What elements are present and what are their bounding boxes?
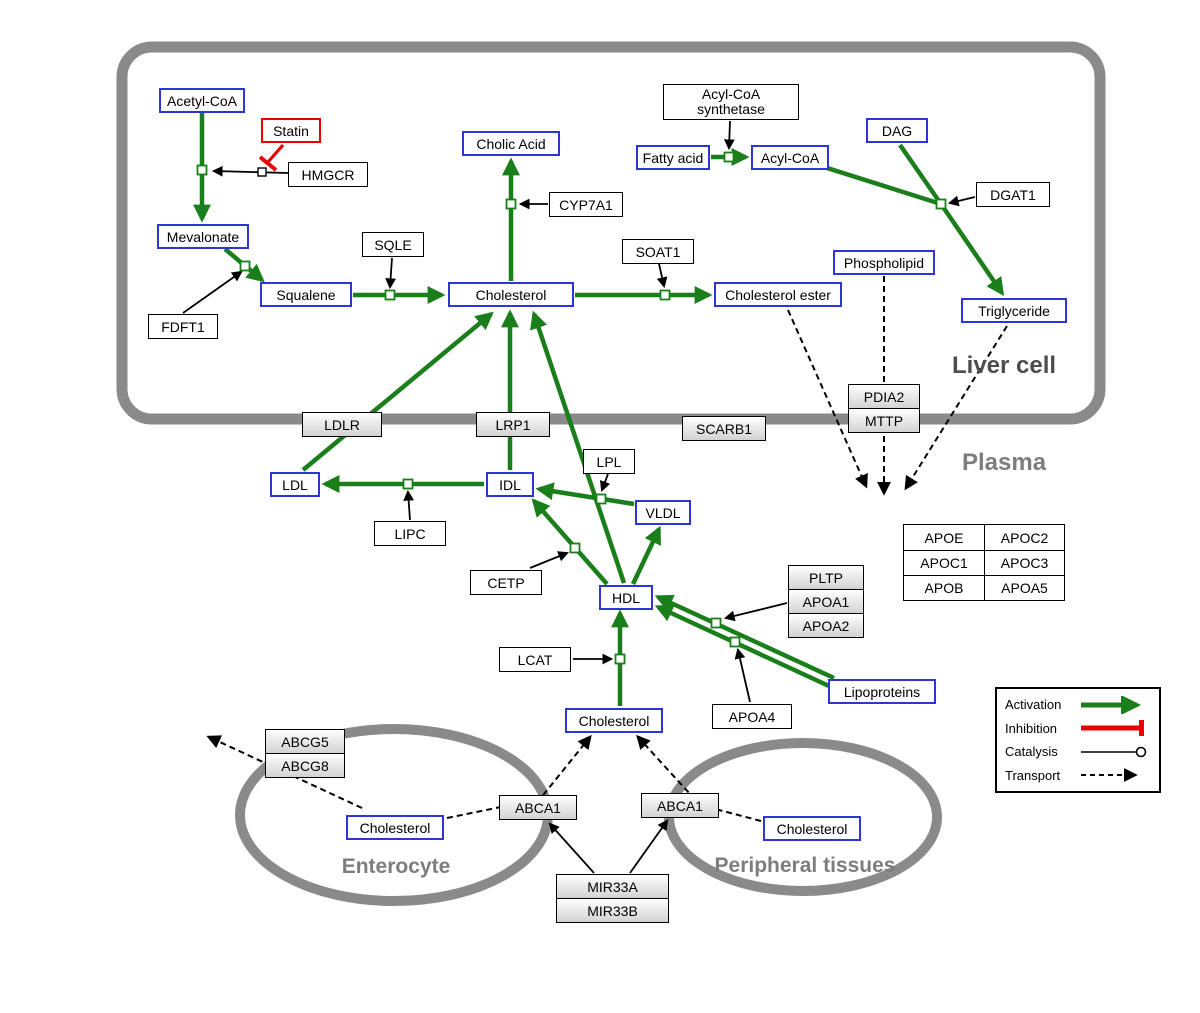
node-abca1-left[interactable]: ABCA1 [499, 795, 577, 820]
catalysis-circle-icon [1081, 746, 1147, 758]
legend-row-catalysis: Catalysis [1005, 741, 1151, 763]
transport-dashed-arrow-icon [1081, 768, 1138, 783]
node-cholic-acid[interactable]: Cholic Acid [462, 131, 560, 156]
node-lrp1[interactable]: LRP1 [476, 412, 550, 437]
node-abcg8[interactable]: ABCG8 [265, 753, 345, 778]
legend-inhibition-label: Inhibition [1005, 720, 1058, 736]
legend-row-inhibition: Inhibition [1005, 717, 1151, 739]
node-dgat1[interactable]: DGAT1 [976, 182, 1050, 207]
legend: Activation Inhibition Catalysis Transpor… [995, 687, 1161, 793]
node-mir33b[interactable]: MIR33B [556, 898, 669, 923]
node-pdia2[interactable]: PDIA2 [848, 384, 920, 409]
node-acyl-coa-synthetase[interactable]: Acyl-CoA synthetase [663, 84, 799, 120]
node-hdl[interactable]: HDL [599, 585, 653, 610]
node-scarb1[interactable]: SCARB1 [682, 416, 766, 441]
liver-cell-label: Liver cell [952, 352, 1057, 379]
node-apoa4[interactable]: APOA4 [712, 704, 792, 729]
peripheral-tissues-label: Peripheral tissues [714, 854, 896, 877]
node-acetyl-coa[interactable]: Acetyl-CoA [159, 88, 245, 113]
node-vldl[interactable]: VLDL [635, 500, 691, 525]
apo-cell[interactable]: APOE [924, 529, 964, 546]
node-mir33a[interactable]: MIR33A [556, 874, 669, 899]
inhibition-bar-icon [1081, 720, 1144, 737]
node-acyl-coa[interactable]: Acyl-CoA [751, 145, 829, 170]
node-abcg5[interactable]: ABCG5 [265, 729, 345, 754]
node-apoa1[interactable]: APOA1 [788, 589, 864, 614]
node-dag[interactable]: DAG [866, 118, 928, 143]
apolipoprotein-table: APOE APOC2 APOC1 APOC3 APOB APOA5 [903, 524, 1065, 601]
reaction-nodes [196, 151, 947, 665]
node-pltp[interactable]: PLTP [788, 565, 864, 590]
enterocyte-label: Enterocyte [341, 855, 451, 878]
acs-line1: Acyl-CoA [701, 86, 761, 102]
node-mevalonate[interactable]: Mevalonate [157, 224, 249, 249]
node-fdft1[interactable]: FDFT1 [148, 314, 218, 339]
legend-activation-label: Activation [1005, 697, 1062, 713]
node-apoa2[interactable]: APOA2 [788, 613, 864, 638]
node-fatty-acid[interactable]: Fatty acid [636, 145, 710, 170]
node-hmgcr[interactable]: HMGCR [288, 162, 368, 187]
node-cetp[interactable]: CETP [470, 570, 542, 595]
node-phospholipid[interactable]: Phospholipid [833, 250, 935, 275]
node-squalene[interactable]: Squalene [260, 282, 352, 307]
node-soat1[interactable]: SOAT1 [622, 239, 694, 264]
node-statin[interactable]: Statin [261, 118, 321, 143]
catalysis-edges [182, 120, 976, 874]
node-ldl[interactable]: LDL [270, 472, 320, 497]
legend-row-activation: Activation [1005, 694, 1151, 716]
node-lpl[interactable]: LPL [583, 449, 635, 474]
node-abca1-right[interactable]: ABCA1 [641, 793, 719, 818]
apo-cell[interactable]: APOC1 [904, 550, 984, 575]
apo-cell[interactable]: APOA5 [984, 575, 1064, 600]
legend-catalysis-label: Catalysis [1005, 744, 1058, 760]
node-lcat[interactable]: LCAT [499, 647, 571, 672]
node-cholesterol-liver[interactable]: Cholesterol [448, 282, 574, 307]
node-sqle[interactable]: SQLE [362, 232, 424, 257]
plasma-label: Plasma [962, 449, 1047, 476]
legend-transport-label: Transport [1005, 767, 1061, 783]
node-triglyceride[interactable]: Triglyceride [961, 298, 1067, 323]
inhibition-edge [258, 143, 285, 172]
node-cyp7a1[interactable]: CYP7A1 [549, 192, 623, 217]
node-cholesterol-ester[interactable]: Cholesterol ester [714, 282, 842, 307]
apo-cell[interactable]: APOC3 [984, 550, 1064, 575]
apo-cell[interactable]: APOC2 [984, 525, 1064, 550]
node-lipoproteins[interactable]: Lipoproteins [828, 679, 936, 704]
node-mttp[interactable]: MTTP [848, 408, 920, 433]
acs-line2: synthetase [697, 101, 765, 117]
node-idl[interactable]: IDL [486, 472, 534, 497]
legend-row-transport: Transport [1005, 764, 1151, 786]
node-cholesterol-peripheral[interactable]: Cholesterol [763, 816, 861, 841]
activation-arrow-icon [1081, 695, 1141, 714]
node-lipc[interactable]: LIPC [374, 521, 446, 546]
node-ldlr[interactable]: LDLR [302, 412, 382, 437]
node-cholesterol-plasma[interactable]: Cholesterol [565, 708, 663, 733]
apo-cell[interactable]: APOB [904, 575, 984, 600]
node-cholesterol-enterocyte[interactable]: Cholesterol [346, 815, 444, 840]
